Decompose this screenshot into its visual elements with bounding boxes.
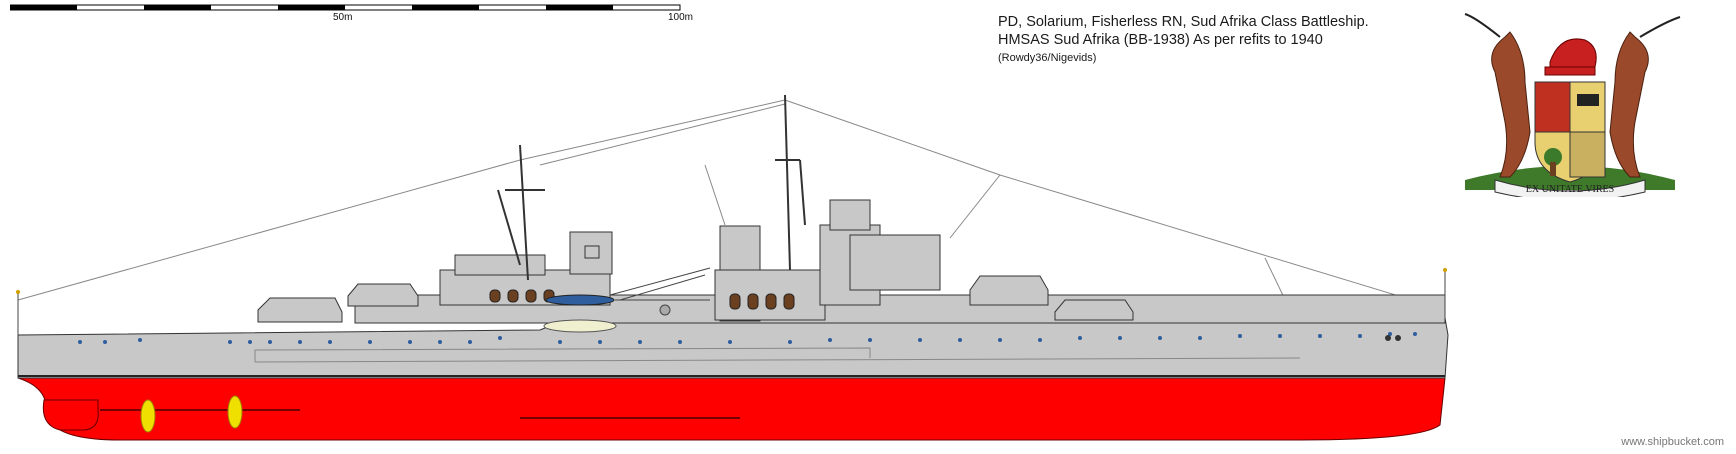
deck-hatches (489, 289, 795, 310)
scale-label-50m: 50m (333, 12, 353, 23)
caption-credit: (Rowdy36/Nigevids) (998, 52, 1097, 64)
watermark: www.shipbucket.com (1621, 436, 1724, 448)
propeller-icon (140, 395, 243, 433)
portholes (78, 332, 1417, 344)
coat-of-arms-icon: EX UNITATE VIRES (1464, 13, 1681, 197)
catapult-and-aircraft (609, 267, 711, 316)
ships-boats (543, 294, 617, 333)
caption-title: PD, Solarium, Fisherless RN, Sud Afrika … (998, 14, 1369, 30)
motto-text: EX UNITATE VIRES (1526, 184, 1614, 195)
caption-subtitle: HMSAS Sud Afrika (BB-1938) As per refits… (998, 32, 1323, 48)
scale-label-100m: 100m (668, 12, 694, 23)
rigging-lines (17, 99, 1446, 311)
scale-bar (10, 4, 681, 11)
masts (497, 94, 806, 281)
hull-antifouling (17, 377, 1446, 441)
anchor-icon (1385, 335, 1401, 341)
